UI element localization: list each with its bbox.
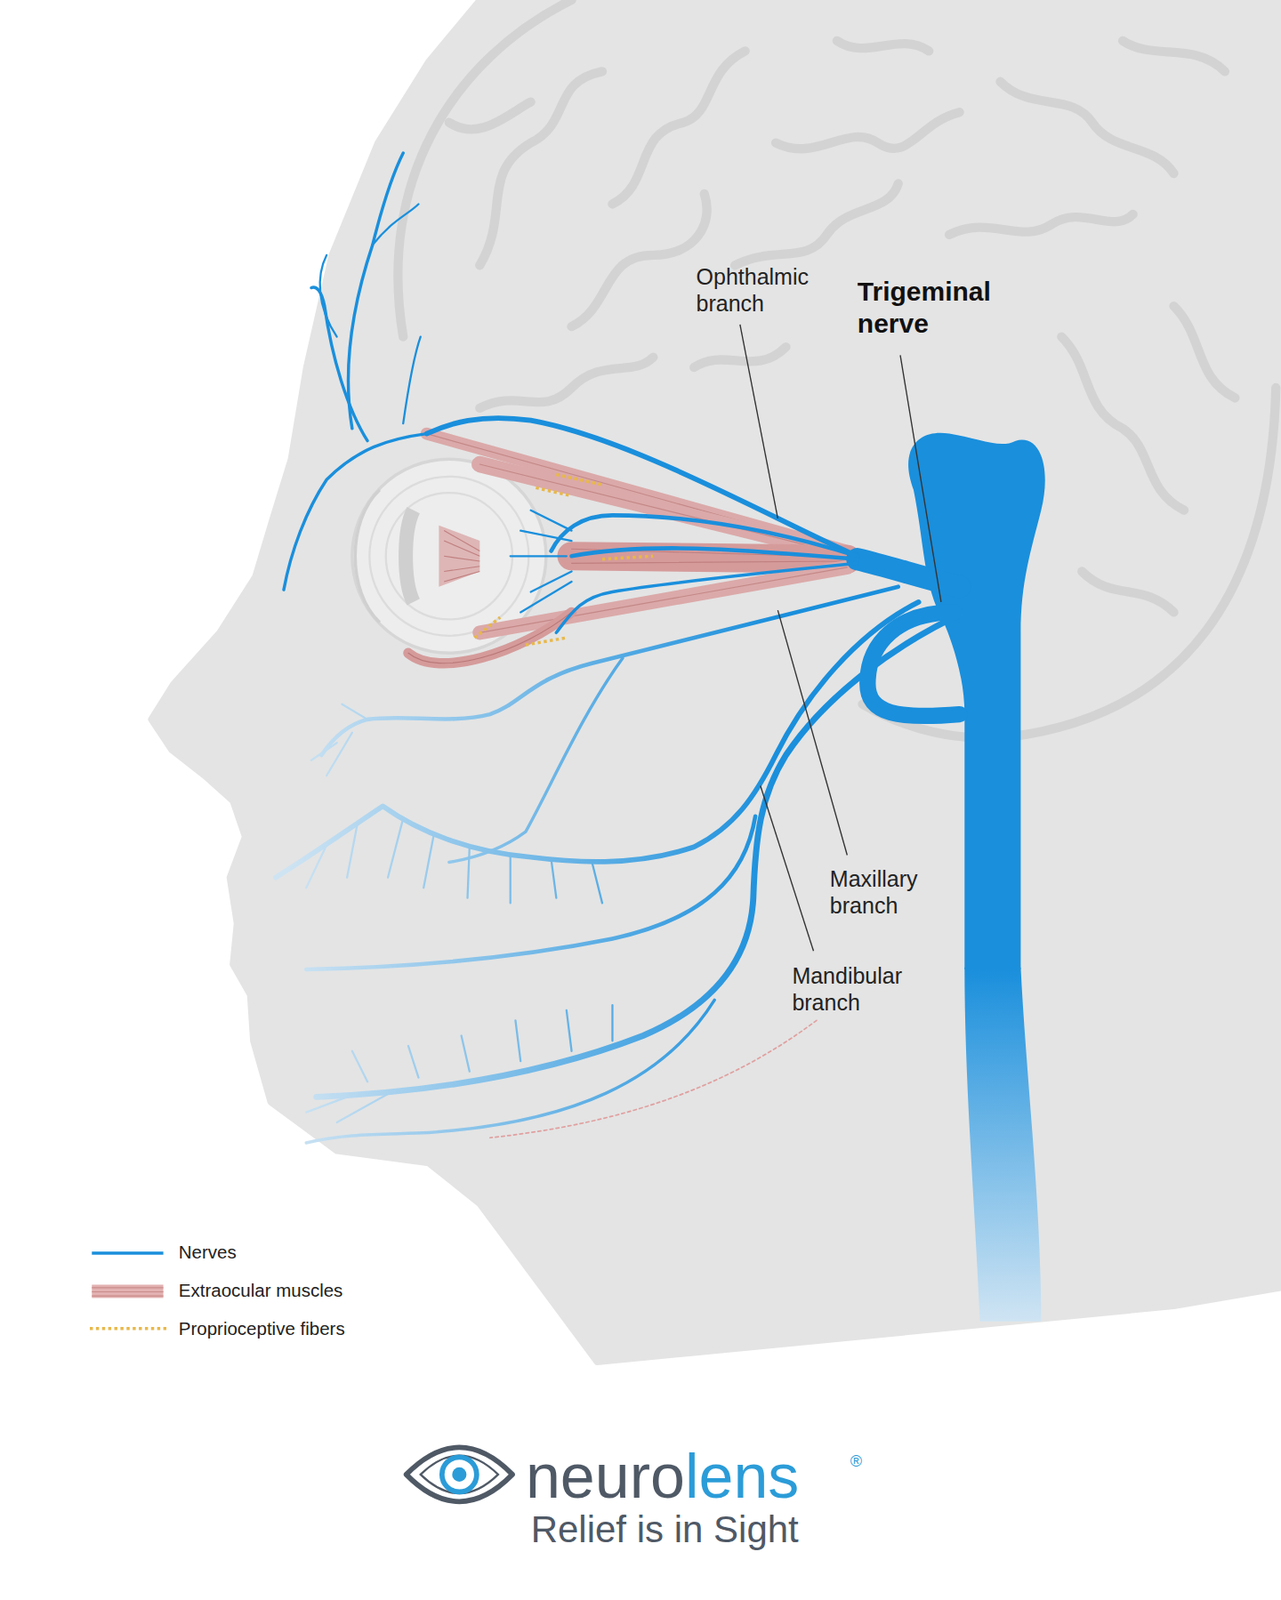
part-label: Maxillary branch [829, 865, 919, 919]
legend-text: Proprioceptive fibers [178, 1318, 346, 1341]
part-label-holder: Ophthalmic branch [696, 263, 809, 317]
legend-text-holder: Extraocular muscles [178, 1280, 344, 1303]
logo-icon [406, 1447, 513, 1502]
legend-samples [89, 1253, 169, 1330]
logo-wordmark: neurolens [525, 1445, 799, 1508]
title-label: Trigeminal nerve [857, 275, 991, 340]
logo-wordmark-holder: neurolens [525, 1445, 799, 1508]
brain [397, 0, 1276, 739]
legend-text-holder: Proprioceptive fibers [178, 1318, 346, 1341]
registered-mark: ® [850, 1453, 863, 1470]
leader-lines [740, 324, 942, 951]
part-label: Ophthalmic branch [696, 263, 809, 317]
title-label-holder: Trigeminal nerve [857, 275, 991, 340]
head-silhouette [151, 0, 1281, 1363]
proprioceptive-fibers [475, 475, 654, 646]
part-label: Mandibular branch [791, 962, 903, 1016]
trigeminal-nerve [275, 153, 1046, 1322]
part-label-holder: Mandibular branch [791, 962, 903, 1016]
legend-text: Extraocular muscles [178, 1280, 344, 1303]
registered-mark-holder: ® [850, 1453, 863, 1471]
legend-text: Nerves [178, 1241, 237, 1265]
part-label-holder: Maxillary branch [829, 865, 919, 919]
tagline-holder: Relief is in Sight [531, 1511, 799, 1549]
tagline: Relief is in Sight [531, 1511, 799, 1549]
legend-text-holder: Nerves [178, 1241, 237, 1265]
